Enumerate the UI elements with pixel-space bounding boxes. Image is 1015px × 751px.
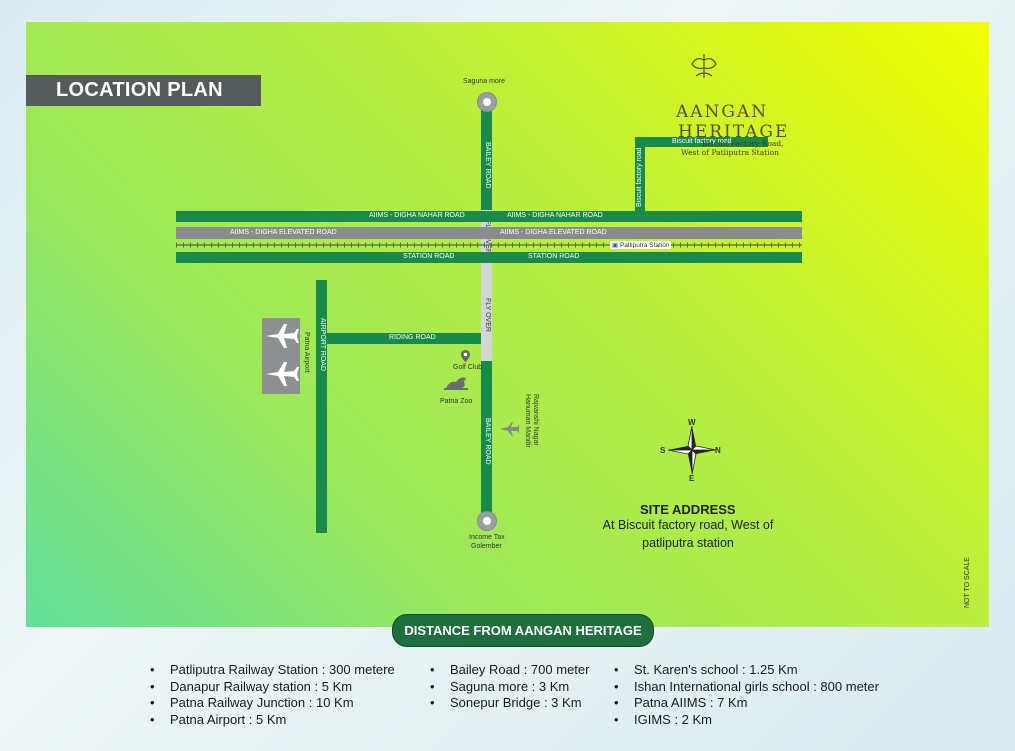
- income-tax-label-1: Income Tax: [469, 534, 505, 541]
- flyover-label-bottom: FLY OVER: [484, 298, 491, 332]
- bailey-road-label-top: BAILEY ROAD: [484, 142, 491, 189]
- not-to-scale-label: NOT TO SCALE: [964, 557, 971, 608]
- list-item: IGIMS : 2 Km: [614, 712, 879, 729]
- aiims-elevated-label-right: AIIMS - DIGHA ELEVATED ROAD: [500, 229, 607, 236]
- patliputra-station-text: Patliputra Station: [619, 242, 670, 249]
- bailey-road-label-bottom: BAILEY ROAD: [484, 418, 491, 465]
- site-address-heading: SITE ADDRESS: [640, 502, 736, 517]
- aiims-digha-nahar-road: [176, 211, 802, 222]
- income-tax-label-2: Golember: [471, 543, 502, 550]
- patna-airport-label: Patna Airport: [303, 332, 310, 373]
- brand-line-1: AANGAN: [676, 102, 769, 122]
- list-item: Patna Railway Junction : 10 Km: [150, 695, 395, 712]
- riding-road-label: RIDING ROAD: [389, 334, 436, 341]
- brand-line-2: HERITAGE: [678, 122, 790, 142]
- hanuman-mandir-label-2: Hanuman Mandir: [524, 394, 531, 448]
- flyover-bottom: [481, 265, 492, 361]
- saguna-more-pin: [477, 92, 497, 112]
- list-item: Danapur Railway station : 5 Km: [150, 679, 395, 696]
- list-item: Patna Airport : 5 Km: [150, 712, 395, 729]
- compass-rose-icon: [667, 425, 717, 475]
- patna-zoo-label: Patna Zoo: [440, 398, 473, 405]
- distance-list-1: Patliputra Railway Station : 300 metere …: [150, 662, 395, 728]
- aangan-heritage-logo-icon: [691, 54, 717, 78]
- list-item: Patna AIIMS : 7 Km: [614, 695, 879, 712]
- airport-road: [316, 280, 327, 533]
- airplane-icon: [266, 324, 299, 386]
- golf-club-label: Golf Club: [453, 364, 483, 371]
- station-road: [176, 252, 802, 263]
- aiims-elevated-label-left: AIIMS - DIGHA ELEVATED ROAD: [230, 229, 337, 236]
- zoo-icon: [444, 377, 468, 390]
- list-item: Ishan International girls school : 800 m…: [614, 679, 879, 696]
- distance-heading: DISTANCE FROM AANGAN HERITAGE: [392, 614, 654, 647]
- airport-road-label: AIRPORT ROAD: [319, 318, 326, 372]
- list-item: Patliputra Railway Station : 300 metere: [150, 662, 395, 679]
- biscuit-factory-road-v-label: Biscuit factory road: [636, 147, 643, 207]
- page-title: LOCATION PLAN: [26, 75, 261, 106]
- site-address-text: At Biscuit factory road, West of patlipu…: [602, 518, 774, 550]
- riding-road: [326, 333, 481, 344]
- biscuit-factory-road-horizontal: [635, 137, 768, 147]
- temple-icon: [500, 422, 519, 436]
- aiims-nahar-label-right: AIIMS - DIGHA NAHAR ROAD: [507, 212, 603, 219]
- list-item: Saguna more : 3 Km: [430, 679, 589, 696]
- hanuman-mandir-label-1: Rajvanshi Nagar: [532, 394, 539, 446]
- location-map: LOCATION PLAN BAILEY ROAD FLY OVER FLY O…: [26, 22, 989, 627]
- list-item: St. Karen's school : 1.25 Km: [614, 662, 879, 679]
- distance-list-2: Bailey Road : 700 meter Saguna more : 3 …: [430, 662, 589, 712]
- compass-east-label: N: [715, 446, 721, 455]
- aiims-digha-elevated-road: [176, 227, 802, 239]
- bailey-road-north: [481, 102, 492, 232]
- compass-west-label: S: [660, 446, 666, 455]
- distance-list-3: St. Karen's school : 1.25 Km Ishan Inter…: [614, 662, 879, 728]
- bailey-road-south: [481, 361, 492, 516]
- station-road-label-right: STATION ROAD: [528, 253, 580, 260]
- brand-line-3: Biscuit Factory Road,: [702, 139, 784, 148]
- patliputra-station-label: ▣ Patliputra Station: [610, 241, 672, 249]
- aiims-nahar-label-left: AIIMS - DIGHA NAHAR ROAD: [369, 212, 465, 219]
- station-road-label-left: STATION ROAD: [403, 253, 455, 260]
- patna-airport-block: [262, 318, 300, 394]
- location-pin-icon: [461, 350, 470, 362]
- biscuit-factory-road-h-label: Biscuit factory road: [672, 138, 732, 145]
- saguna-more-label: Saguna more: [463, 78, 506, 85]
- list-item: Sonepur Bridge : 3 Km: [430, 695, 589, 712]
- compass-south-label: E: [689, 474, 695, 483]
- railway-track: [176, 242, 802, 248]
- train-icon: ▣: [612, 242, 619, 249]
- compass-north-label: W: [688, 418, 696, 427]
- brand-line-4: West of Patliputra Station: [681, 148, 779, 157]
- list-item: Bailey Road : 700 meter: [430, 662, 589, 679]
- biscuit-factory-road-vertical: [635, 137, 645, 212]
- income-tax-pin: [477, 511, 497, 531]
